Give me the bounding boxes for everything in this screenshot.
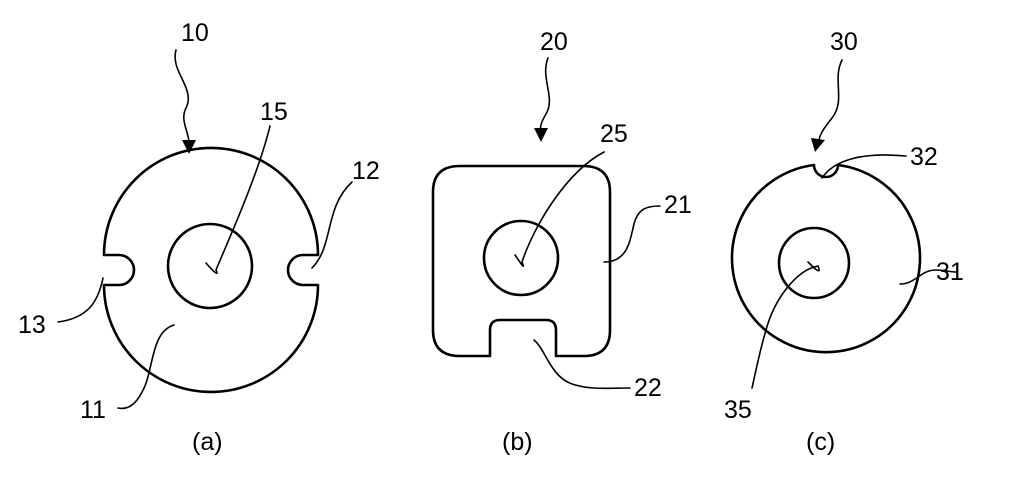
center-hole-a bbox=[166, 222, 254, 310]
label-12: 12 bbox=[352, 157, 380, 185]
leader-31 bbox=[899, 269, 957, 285]
label-31: 31 bbox=[936, 258, 964, 286]
arrow-leader-20 bbox=[539, 57, 551, 133]
label-13: 13 bbox=[18, 311, 46, 339]
arrowhead-30 bbox=[811, 138, 825, 152]
leader-35 bbox=[751, 261, 820, 389]
label-20: 20 bbox=[540, 28, 568, 56]
label-15: 15 bbox=[260, 98, 288, 126]
figure-b: 20 25 21 22 (b) bbox=[431, 28, 692, 456]
label-32: 32 bbox=[910, 143, 938, 171]
leader-22 bbox=[533, 339, 631, 390]
figure-c: 30 32 31 35 (c) bbox=[724, 28, 964, 456]
caption-c: (c) bbox=[806, 428, 835, 456]
caption-a: (a) bbox=[192, 428, 223, 456]
caption-b: (b) bbox=[502, 428, 533, 456]
arrowhead-10 bbox=[182, 140, 196, 154]
label-30: 30 bbox=[830, 28, 858, 56]
leader-32 bbox=[821, 154, 907, 179]
label-11: 11 bbox=[80, 396, 106, 424]
arrowhead-20 bbox=[534, 128, 548, 142]
arrow-leader-10 bbox=[174, 49, 190, 143]
label-25: 25 bbox=[600, 120, 628, 148]
leader-12 bbox=[311, 181, 353, 269]
arrow-leader-30 bbox=[818, 59, 843, 141]
leader-21 bbox=[603, 205, 661, 263]
label-35: 35 bbox=[724, 396, 752, 424]
figure-a: 10 15 12 13 11 (a) bbox=[18, 19, 380, 456]
leader-13 bbox=[57, 277, 104, 323]
label-21: 21 bbox=[664, 191, 692, 219]
leader-25 bbox=[514, 151, 605, 267]
center-hole-b bbox=[482, 219, 560, 297]
label-10: 10 bbox=[181, 19, 209, 47]
leader-15 bbox=[205, 125, 271, 275]
label-22: 22 bbox=[634, 374, 662, 402]
leader-11 bbox=[117, 324, 175, 410]
center-hole-c bbox=[777, 226, 851, 300]
